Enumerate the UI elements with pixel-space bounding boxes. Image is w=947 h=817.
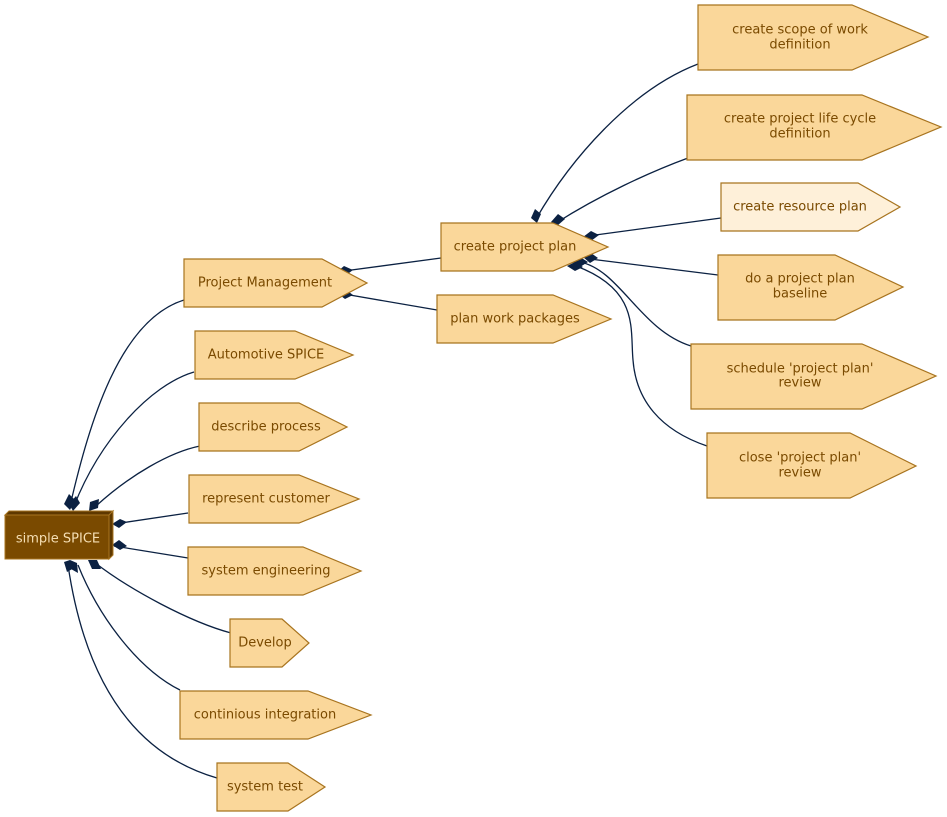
root-node-top-face: [3, 510, 115, 516]
diamond-cpp-scope: [531, 209, 541, 223]
node-represent-customer[interactable]: represent customer: [188, 474, 361, 524]
diamond-cpp-close: [567, 262, 583, 271]
node-create-resource-plan[interactable]: create resource plan: [720, 182, 902, 232]
root-node-front-face: [4, 514, 110, 560]
edge-root-system-engineering: [113, 545, 189, 559]
root-node-label: simple SPICE: [16, 532, 100, 547]
node-label: Project Management: [198, 276, 332, 291]
edge-cpp-create-life-cycle: [555, 157, 689, 224]
node-shape: [183, 258, 369, 308]
node-label-line2: review: [779, 376, 822, 391]
node-label: create project plan: [454, 240, 577, 255]
edge-cpp-create-scope: [535, 63, 699, 220]
node-system-test[interactable]: system test: [216, 762, 327, 812]
edge-root-develop: [93, 561, 232, 634]
node-label-line2: definition: [769, 38, 830, 53]
node-shape: [717, 254, 905, 321]
diamond-root-dev: [88, 560, 101, 569]
node-close-project-plan-review[interactable]: close 'project plan' review: [706, 432, 918, 499]
edge-pm-plan-work-packages: [343, 293, 438, 311]
edge-root-describe-process: [95, 445, 201, 507]
diamond-root-as: [69, 496, 80, 511]
edge-pm-create-project-plan: [343, 257, 442, 272]
node-label: Automotive SPICE: [208, 348, 325, 363]
node-label: system test: [227, 780, 303, 795]
diamond-root-dp: [89, 499, 99, 511]
diamond-root-rc: [112, 519, 127, 528]
node-label-line1: schedule 'project plan': [727, 362, 874, 377]
node-label-line1: do a project plan: [745, 272, 855, 287]
edge-cpp-do-baseline: [589, 258, 719, 276]
node-shape: [697, 4, 930, 71]
node-label-line2: review: [779, 466, 822, 481]
diamond-root-st: [64, 560, 74, 572]
node-automotive-spice[interactable]: Automotive SPICE: [194, 330, 355, 380]
node-describe-process[interactable]: describe process: [198, 402, 349, 452]
node-schedule-project-plan-review[interactable]: schedule 'project plan' review: [690, 343, 938, 410]
node-create-scope-of-work-definition[interactable]: create scope of work definition: [697, 4, 930, 71]
node-create-project-life-cycle-definition[interactable]: create project life cycle definition: [686, 94, 943, 161]
node-project-management[interactable]: Project Management: [183, 258, 369, 308]
diamond-root-pm: [64, 494, 75, 510]
node-develop[interactable]: Develop: [229, 618, 310, 668]
node-label: plan work packages: [450, 312, 580, 327]
edge-cpp-schedule-review: [579, 261, 692, 347]
node-shape: [436, 294, 613, 344]
diamond-root-se: [112, 540, 127, 550]
node-shape: [179, 690, 373, 740]
node-shape: [188, 474, 361, 524]
root-node-side-face: [108, 509, 114, 561]
node-label: represent customer: [202, 492, 330, 507]
edge-root-continious-integration: [77, 564, 181, 691]
node-shape: [720, 182, 902, 232]
diamond-root-ci: [70, 560, 78, 573]
node-system-engineering[interactable]: system engineering: [187, 546, 363, 596]
node-label-line2: baseline: [773, 287, 827, 302]
node-shape: [686, 94, 943, 161]
node-shape: [229, 618, 310, 668]
node-shape: [440, 222, 610, 272]
node-shape: [198, 402, 349, 452]
node-label: system engineering: [202, 564, 331, 579]
edge-root-automotive-spice: [73, 371, 195, 507]
node-label-line1: create scope of work: [732, 23, 868, 38]
node-shape: [706, 432, 918, 499]
node-shape: [194, 330, 355, 380]
root-node-simple-spice[interactable]: simple SPICE: [3, 509, 115, 561]
edge-cpp-create-resource-plan: [587, 217, 722, 237]
node-do-a-project-plan-baseline[interactable]: do a project plan baseline: [717, 254, 905, 321]
edge-root-project-management: [69, 299, 185, 507]
node-label: create resource plan: [733, 200, 867, 215]
node-shape: [216, 762, 327, 812]
node-continious-integration[interactable]: continious integration: [179, 690, 373, 740]
edges: [67, 63, 722, 779]
edge-root-system-test: [67, 564, 218, 779]
node-label-line1: close 'project plan': [739, 451, 861, 466]
node-label: Develop: [238, 636, 292, 651]
node-shape: [690, 343, 938, 410]
node-label-line2: definition: [769, 127, 830, 142]
edge-cpp-close-review: [575, 265, 708, 447]
node-label-line1: create project life cycle: [724, 112, 876, 127]
node-shape: [187, 546, 363, 596]
node-plan-work-packages[interactable]: plan work packages: [436, 294, 613, 344]
node-label: describe process: [211, 420, 321, 435]
node-create-project-plan[interactable]: create project plan: [440, 222, 610, 272]
node-label: continious integration: [194, 708, 336, 723]
